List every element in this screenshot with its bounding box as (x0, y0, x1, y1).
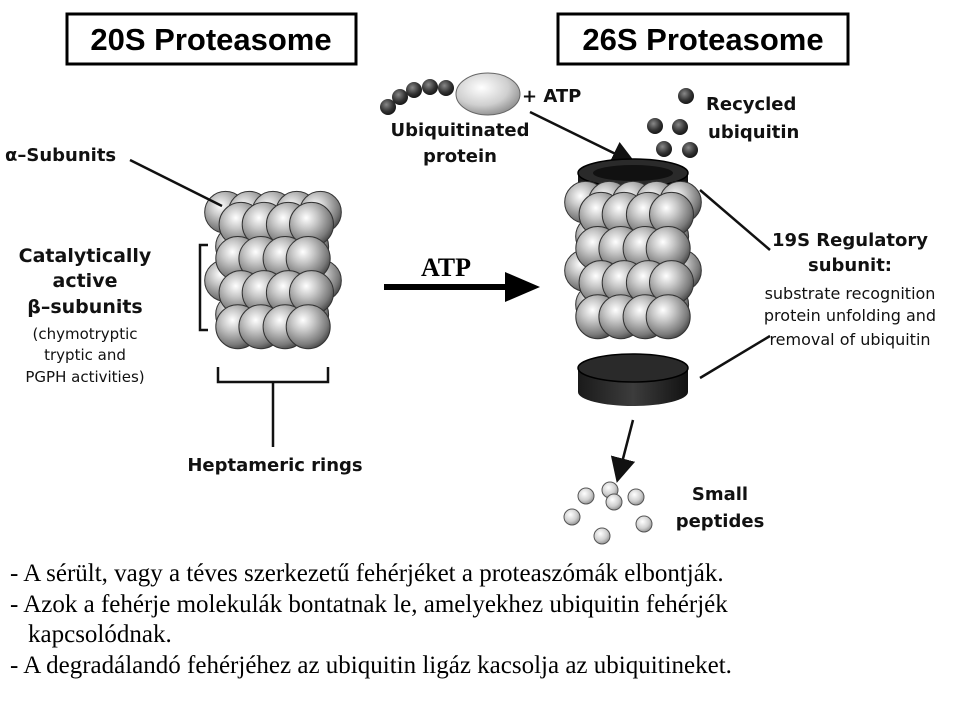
svg-text:20S Proteasome: 20S Proteasome (90, 22, 331, 57)
ubiquitinated-label-1: Ubiquitinated (391, 120, 530, 141)
title-26s-box: 26S Proteasome (556, 12, 850, 66)
alpha-subunits-label: α–Subunits (5, 145, 116, 166)
substrate-arrow (529, 110, 637, 165)
regulatory-pointer-bottom (699, 334, 771, 380)
small-peptides-dots (563, 481, 653, 545)
svg-text:ATP: ATP (421, 253, 471, 282)
svg-text:26S Proteasome: 26S Proteasome (582, 22, 823, 57)
recycled-label-2: ubiquitin (708, 122, 799, 143)
proteasome-diagram: 20S Proteasome 26S Proteasome α–Subunits… (5, 12, 936, 545)
catalytic-label: Catalytically active β–subunits (chymotr… (19, 245, 152, 386)
recycled-label-1: Recycled (706, 94, 796, 115)
svg-text:(chymotryptic: (chymotryptic (32, 325, 137, 343)
regulatory-subunit-label: 19S Regulatory subunit: substrate recogn… (764, 230, 936, 349)
proteasome-26s-core (564, 180, 702, 340)
catalytic-bracket (198, 243, 208, 332)
subunit-sphere (645, 294, 691, 340)
svg-text:PGPH activities): PGPH activities) (25, 368, 144, 386)
svg-text:subunit:: subunit: (808, 255, 892, 276)
proteasome-20s-barrel (204, 190, 342, 350)
alpha-pointer-line (129, 158, 223, 208)
ubiquitinated-protein (380, 72, 521, 116)
svg-text:19S Regulatory: 19S Regulatory (772, 230, 928, 251)
svg-text:β–subunits: β–subunits (27, 296, 143, 318)
plus-atp-label: + ATP (522, 86, 581, 107)
regulatory-pointer-top (699, 189, 771, 251)
heptameric-rings-label: Heptameric rings (187, 455, 362, 476)
title-20s-box: 20S Proteasome (65, 12, 358, 66)
small-peptides-label-1: Small (692, 484, 748, 505)
svg-text:substrate recognition: substrate recognition (765, 284, 936, 303)
svg-text:removal of ubiquitin: removal of ubiquitin (769, 330, 930, 349)
note-line-3: kapcsolódnak. (28, 621, 172, 648)
atp-conversion-arrow: ATP (384, 253, 540, 302)
peptide-output-arrow (610, 419, 636, 483)
svg-text:Catalytically: Catalytically (19, 245, 152, 267)
recycled-ubiquitin-dots (647, 88, 698, 158)
note-line-1: - A sérült, vagy a téves szerkezetű fehé… (10, 560, 724, 587)
subunit-sphere (285, 304, 331, 350)
svg-text:active: active (53, 270, 118, 292)
proteasome-26s (564, 158, 702, 406)
svg-text:tryptic and: tryptic and (44, 346, 126, 364)
notes-text: - A sérült, vagy a téves szerkezetű fehé… (10, 559, 950, 681)
note-line-2: - Azok a fehérje molekulák bontatnak le,… (10, 590, 728, 618)
ubiquitinated-label-2: protein (423, 146, 497, 167)
heptameric-bracket (216, 367, 330, 384)
small-peptides-label-2: peptides (676, 511, 765, 532)
note-line-4: - A degradálandó fehérjéhez az ubiquitin… (10, 651, 732, 679)
svg-text:protein unfolding and: protein unfolding and (764, 306, 936, 325)
